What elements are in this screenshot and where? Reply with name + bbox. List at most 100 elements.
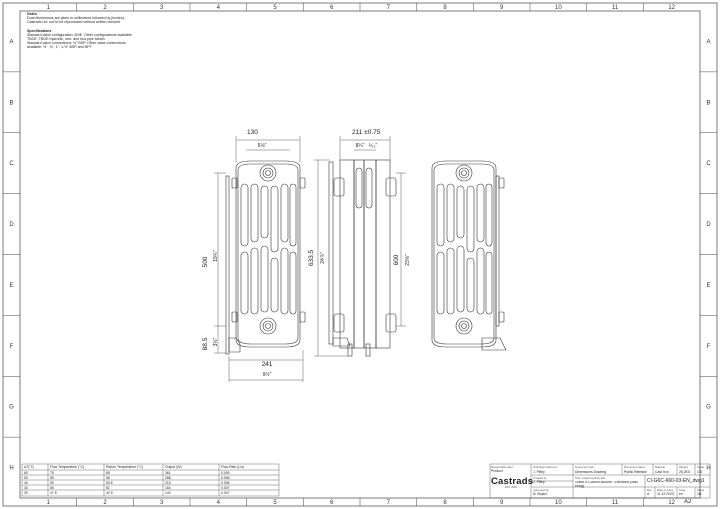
- border-column-label: 7: [387, 500, 391, 506]
- border-row-label: A: [9, 39, 13, 45]
- dim-side-top: 211 ±0.75: [352, 129, 381, 136]
- doc-type: Dimensions Drawing: [575, 469, 607, 474]
- border-row-label: C: [9, 161, 14, 167]
- notes-line: Castrads Ltd. not to be reproduced witho…: [27, 20, 121, 25]
- notes-block: Notes Dual dimensions are given in milli…: [27, 12, 177, 50]
- title-label: Title, supplementary title: [575, 475, 606, 480]
- table-cell: 0.006: [221, 480, 230, 485]
- border-row-label: D: [9, 222, 14, 228]
- dim-height-600-inches: 23⅝": [405, 254, 411, 266]
- castrads-logo: Castrads EST. 2004: [491, 476, 534, 489]
- lang-label: Lang.: [679, 487, 686, 492]
- table-cell: 53.5: [106, 480, 113, 485]
- weight-label: Weight: [679, 464, 688, 469]
- table-cell: 50: [24, 475, 28, 480]
- logo-text: Castrads: [491, 476, 534, 487]
- dim-height-600: 600: [393, 254, 400, 265]
- border-row-label: C: [706, 161, 711, 167]
- table-cell: 184: [165, 485, 171, 490]
- dim-bottom-241: 241: [262, 361, 273, 368]
- border-row-label: H: [706, 466, 710, 472]
- border-column-label: 3: [160, 500, 164, 506]
- border-row-label: H: [9, 466, 13, 472]
- material: Cast Iron: [655, 469, 669, 474]
- approved-by: N. Boyko: [533, 492, 547, 496]
- scale: 1:5: [697, 469, 702, 474]
- table-header: ΔT(°C): [24, 465, 35, 469]
- table-cell: 47.5: [50, 490, 57, 495]
- table-cell: 0.006: [221, 475, 230, 480]
- table-cell: 55: [50, 475, 54, 480]
- logo-subtext: EST. 2004: [505, 486, 517, 489]
- dim-front-width: 130: [247, 129, 258, 136]
- rev-label: Rev.: [647, 487, 653, 492]
- border-row-label: A: [706, 39, 710, 45]
- table-cell: 42.5: [106, 490, 113, 495]
- responsible-dept-label: Responsible dept.: [491, 464, 514, 469]
- sheet-label: Sheet: [697, 487, 705, 492]
- doc-type-label: Document type: [575, 464, 594, 469]
- table-cell: 30: [24, 485, 28, 490]
- tech-ref: J. Pilley: [533, 469, 545, 474]
- dim-front-width-inches: 5⅛": [258, 143, 267, 149]
- border-column-label: 9: [500, 5, 504, 11]
- specifications-heading: Specifications: [27, 28, 52, 33]
- border-column-label: 1: [47, 5, 51, 11]
- table-cell: 144: [165, 490, 171, 495]
- border-row-label: E: [9, 283, 13, 289]
- dim-height-633-inches: 24⅞": [320, 252, 326, 264]
- output-table-lines: [21, 463, 280, 497]
- side-dimension-lines: [314, 136, 406, 357]
- border-column-label: 9: [500, 500, 504, 506]
- border-column-label: 6: [330, 500, 334, 506]
- border-row-label: D: [706, 222, 711, 228]
- responsible-dept: Product: [491, 468, 503, 473]
- border-column-label: 10: [555, 500, 562, 506]
- weight: 26.2KG: [679, 469, 691, 474]
- spec-line: available: ½", ¾", 1", 1-½" BSP and NPT: [27, 45, 92, 50]
- spec-line: Standard valve configuration: BOE. Other…: [27, 32, 133, 37]
- doc-status: Public Release: [624, 469, 647, 474]
- dim-bottom-88-inches: 3½": [212, 337, 219, 346]
- border-column-label: 12: [668, 500, 675, 506]
- rev: A: [647, 492, 650, 496]
- doc-status-label: Document status: [624, 464, 645, 469]
- table-cell: 65: [106, 470, 110, 475]
- dim-height-633: 633.5: [308, 249, 315, 266]
- created-by: J. Pilley: [533, 480, 545, 484]
- created-by-label: Created by: [533, 475, 547, 480]
- table-cell: 40: [24, 480, 28, 485]
- table-cell: 361: [165, 470, 171, 475]
- material-label: Material: [655, 464, 665, 469]
- border-column-label: 4: [217, 500, 221, 506]
- border-row-label: G: [706, 405, 711, 411]
- border-column-label: 1: [47, 500, 51, 506]
- border-column-label: 11: [612, 500, 619, 506]
- border-column-label: 4: [217, 5, 221, 11]
- border-row-label: B: [706, 100, 710, 106]
- spec-line: TBOE, TBOE hydronic, one- and two-pipe s…: [27, 37, 105, 42]
- table-header: Return Temperature (°C): [106, 465, 144, 469]
- dim-height-500-inches: 19¾": [213, 250, 219, 262]
- drawing-number: CI-G6C-660-03-EN_dwg1: [647, 477, 705, 484]
- drawing-title: Grace 6 Column 660mm, 3 sections (Wall H…: [575, 481, 638, 488]
- date-of-issue: 11.12.2023: [657, 492, 674, 496]
- tech-ref-label: Technical reference: [533, 464, 558, 469]
- table-cell: 55: [50, 485, 54, 490]
- notes-line: Dual dimensions are given in millimetres…: [27, 16, 125, 21]
- title-block-lines: [489, 463, 711, 499]
- border-column-label: 5: [273, 500, 277, 506]
- border-column-label: 5: [273, 5, 277, 11]
- table-cell: 0.007: [221, 485, 230, 490]
- table-cell: 0.009: [221, 470, 230, 475]
- back-view: [431, 160, 507, 351]
- sheet-number: 1/1: [697, 492, 702, 496]
- table-header: Output (W): [165, 465, 182, 469]
- border-row-label: G: [9, 405, 14, 411]
- table-cell: 75: [50, 470, 54, 475]
- dim-bottom-241-inches: 9½": [263, 371, 272, 378]
- dim-bottom-88: 88.5: [202, 337, 209, 350]
- spec-line: Standard valve connections: ½" BSP. Othe…: [27, 41, 126, 46]
- border-column-label: 8: [443, 500, 447, 506]
